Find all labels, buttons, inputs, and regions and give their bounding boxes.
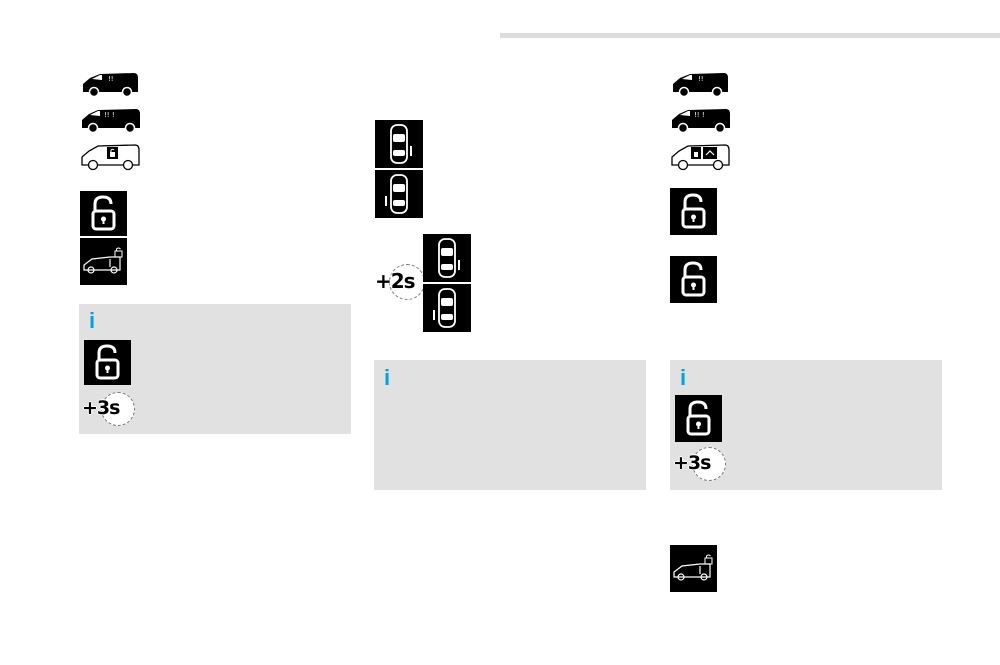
info-panel-right: i +3s [670,360,942,490]
timer-3s-icon: +3s [82,390,135,430]
padlock-open-icon [670,256,717,303]
van-outline-lock-icon [80,238,127,285]
info-icon: i [384,365,391,390]
svg-text:!!: !! [108,75,114,83]
van-rear-door-unlock-icon [80,141,142,171]
van-short-icon: !! [670,68,732,98]
timer-label: +3s [673,452,711,474]
info-icon: i [89,308,96,333]
svg-text:!! !: !! ! [694,111,705,119]
car-top-view-right-door-icon [423,234,471,282]
clock-dial-icon [389,264,425,300]
van-long-icon: !! ! [670,104,732,134]
car-top-view-left-door-icon [423,284,471,332]
van-short-icon: !! [80,68,142,98]
info-panel-middle: i [374,360,646,490]
svg-text:!!: !! [698,75,704,83]
info-panel-left: i +3s [79,304,351,434]
timer-label: +3s [82,397,120,419]
van-sliding-door-unlock-icon [670,141,732,171]
svg-text:!! !: !! ! [104,111,115,119]
padlock-open-icon [675,395,722,442]
top-rule [500,33,1000,38]
padlock-open-icon [670,188,717,235]
info-icon: i [680,365,687,390]
clock-dial-icon [101,392,135,426]
timer-label: +2s [375,269,416,293]
car-top-view-right-door-icon [375,120,423,168]
timer-2s-icon: +2s [375,262,425,302]
timer-3s-icon: +3s [673,445,726,485]
car-top-view-left-door-icon [375,170,423,218]
van-outline-lock-icon [670,545,717,592]
van-long-icon: !! ! [80,104,142,134]
clock-dial-icon [692,447,726,481]
padlock-open-icon [84,340,131,385]
padlock-open-icon [80,191,127,236]
